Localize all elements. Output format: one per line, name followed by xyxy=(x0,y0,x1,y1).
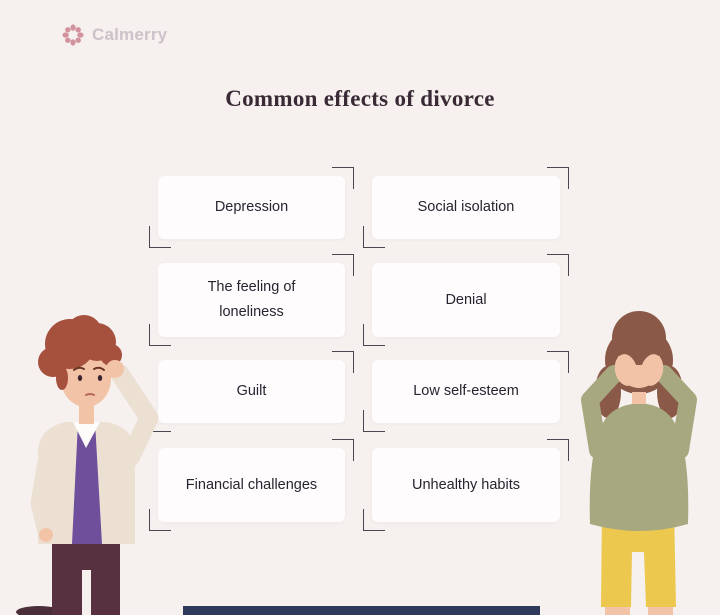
effect-card-denial: Denial xyxy=(363,254,569,346)
man-illustration xyxy=(16,315,159,615)
effect-label: Financial challenges xyxy=(185,476,318,493)
effect-card-depression: Depression xyxy=(149,167,354,248)
effect-label: Low self-esteem xyxy=(413,383,519,400)
effect-label: Unhealthy habits xyxy=(411,476,520,493)
calmerry-logo: Calmerry xyxy=(62,24,167,46)
corner-bracket-icon xyxy=(363,324,385,346)
corner-bracket-icon xyxy=(363,410,385,432)
floor-line xyxy=(183,606,540,615)
logo-text: Calmerry xyxy=(92,25,168,44)
corner-bracket-icon xyxy=(363,509,385,531)
corner-bracket-icon xyxy=(363,226,385,248)
effect-label: The feeling of loneliness xyxy=(207,279,296,320)
corner-bracket-icon xyxy=(332,254,354,276)
effect-card-unhealthy-habits: Unhealthy habits xyxy=(363,439,569,531)
effect-card-guilt: Guilt xyxy=(149,351,354,432)
effect-card-social-isolation: Social isolation xyxy=(363,167,569,248)
effect-label: Social isolation xyxy=(417,199,515,216)
effect-label: Denial xyxy=(445,291,487,308)
effect-card-low-self-esteem: Low self-esteem xyxy=(363,351,569,432)
woman-illustration xyxy=(581,311,697,615)
flower-icon xyxy=(62,24,84,46)
corner-bracket-icon xyxy=(332,351,354,373)
corner-bracket-icon xyxy=(547,167,569,189)
effect-label: Depression xyxy=(214,199,289,216)
effect-card-loneliness: The feeling of loneliness xyxy=(149,254,354,346)
corner-bracket-icon xyxy=(149,226,171,248)
corner-bracket-icon xyxy=(547,254,569,276)
effect-label: Guilt xyxy=(236,383,267,400)
corner-bracket-icon xyxy=(332,439,354,461)
effect-card-financial-challenges: Financial challenges xyxy=(149,439,354,531)
page-title: Common effects of divorce xyxy=(225,86,495,111)
corner-bracket-icon xyxy=(332,167,354,189)
